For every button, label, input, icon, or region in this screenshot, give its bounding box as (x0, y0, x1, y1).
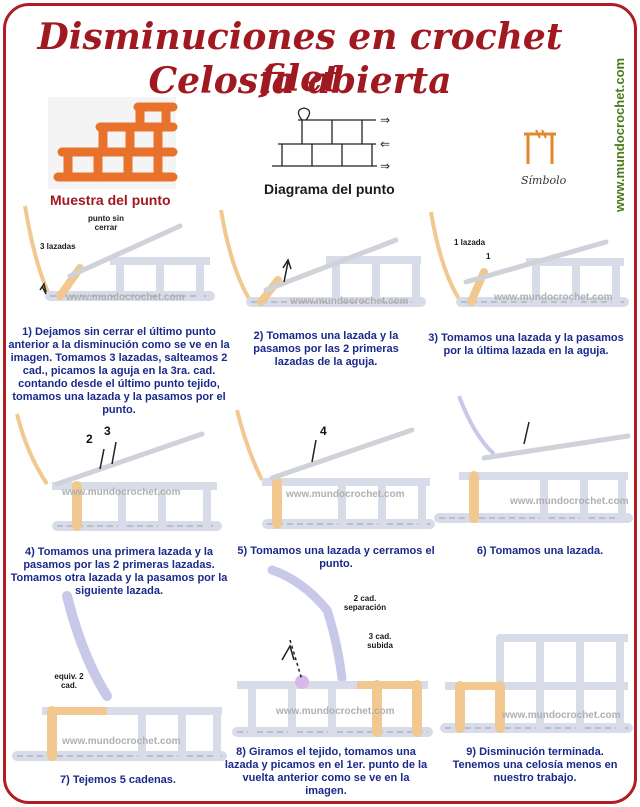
step-4-watermark: www.mundocrochet.com (62, 487, 181, 498)
step-3-watermark: www.mundocrochet.com (494, 292, 613, 303)
step-2-caption: 2) Tomamos una lazada y la pasamos por l… (253, 330, 399, 368)
step-8-label-separacion: 2 cad. separación (343, 594, 387, 612)
step-1-label-punto: punto sin cerrar (88, 214, 124, 232)
step-1-illustration (23, 205, 215, 301)
filet-symbol (524, 129, 556, 164)
page-title: Disminuciones en crochet filet (37, 16, 563, 100)
step-8-illustration (232, 565, 433, 737)
step-4-label-2: 2 (86, 432, 93, 446)
side-url: www.mundocrochet.com (612, 57, 627, 213)
svg-text:⇒: ⇒ (380, 159, 390, 173)
sample-photo-art (48, 97, 178, 189)
step-5-label-4: 4 (320, 424, 327, 438)
svg-text:⇐: ⇐ (380, 137, 390, 151)
step-5-caption: 5) Tomamos una lazada y cerramos el punt… (237, 545, 435, 570)
step-3-label-lazada: 1 lazada (454, 238, 486, 247)
step-6-watermark: www.mundocrochet.com (510, 496, 629, 507)
step-4-caption: 4) Tomamos una primera lazada y la pasam… (10, 546, 228, 597)
step-3-caption: 3) Tomamos una lazada y la pasamos por l… (428, 332, 624, 357)
svg-text:⇒: ⇒ (380, 113, 390, 127)
step-8-caption: 8) Giramos el tejido, tomamos una lazada… (224, 746, 428, 797)
step-2-illustration (219, 209, 426, 307)
step-4-illustration (15, 413, 222, 531)
step-8-panel: 2 cad. separación 3 cad. subida (232, 565, 433, 742)
step-7-illustration (12, 591, 227, 761)
step-1-label-lazadas: 3 lazadas (40, 242, 76, 251)
step-8-label-subida: 3 cad. subida (367, 632, 393, 650)
symbol-caption: Símbolo (521, 174, 567, 187)
page-subtitle: Celosía abierta (148, 60, 452, 102)
step-3-panel: 1 lazada 1 (426, 211, 629, 322)
step-9-illustration (440, 634, 633, 733)
step-4-panel: 2 3 (12, 413, 222, 534)
step-7-label-equiv: equiv. 2 cad. (54, 672, 84, 690)
sample-caption: Muestra del punto (50, 192, 171, 208)
step-9-caption: 9) Disminución terminada. Tenemos una ce… (452, 746, 618, 784)
step-4-label-3: 3 (104, 424, 111, 438)
step-2-watermark: www.mundocrochet.com (290, 296, 409, 307)
sample-photo (48, 97, 178, 189)
step-7-caption: 7) Tejemos 5 cadenas. (60, 774, 176, 786)
step-1-panel: punto sin cerrar 3 lazadas (10, 205, 215, 326)
step-2-panel (216, 209, 426, 320)
step-5-panel: 4 (232, 409, 435, 534)
step-1-caption: 1) Dejamos sin cerrar el último punto an… (8, 326, 230, 416)
step-7-watermark: www.mundocrochet.com (62, 736, 181, 747)
step-5-illustration (235, 409, 435, 529)
step-6-panel (434, 395, 633, 528)
diagram-caption: Diagrama del punto (264, 181, 395, 197)
stitch-diagram: ⇒ ⇐ ⇒ (272, 107, 390, 173)
step-3-label-number: 1 (486, 252, 491, 261)
step-6-caption: 6) Tomamos una lazada. (476, 545, 604, 557)
step-3-illustration (429, 211, 629, 307)
step-1-watermark: www.mundocrochet.com (66, 292, 185, 303)
step-6-illustration (434, 395, 633, 523)
step-9-watermark: www.mundocrochet.com (502, 710, 621, 721)
step-5-watermark: www.mundocrochet.com (286, 489, 405, 500)
step-9-panel (440, 626, 633, 736)
step-7-panel: equiv. 2 cad. (12, 591, 227, 766)
step-8-watermark: www.mundocrochet.com (276, 706, 395, 717)
